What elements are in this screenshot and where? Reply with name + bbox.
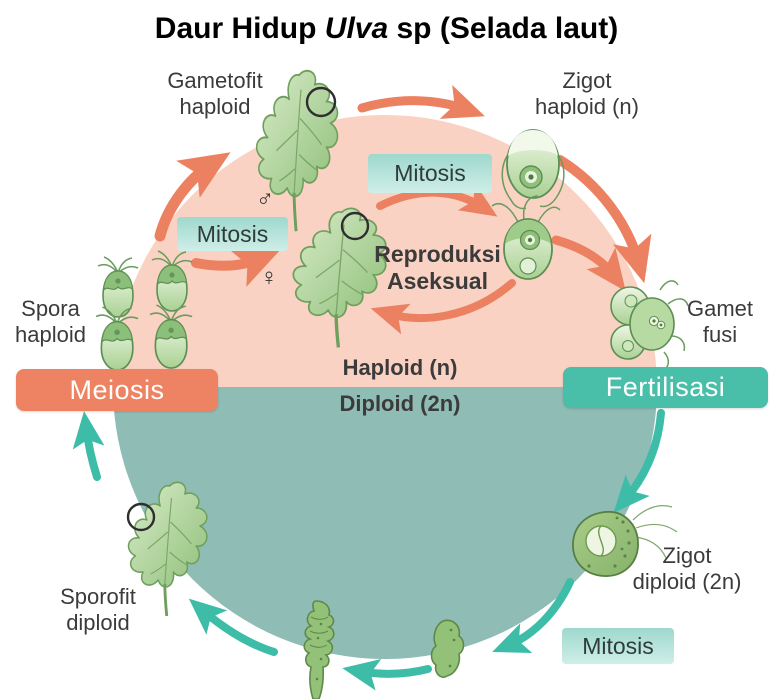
label-zigot-haploid: Zigot haploid (n) — [535, 68, 639, 119]
arrow-spore-to-gametofit — [154, 152, 231, 242]
sporofit-growing-illustration — [303, 600, 335, 699]
zigot-diploid-illustration — [572, 505, 678, 577]
zigot-haploid-illustration — [501, 129, 565, 210]
arrow-fertilisasi-to-zigot-diploid — [613, 409, 665, 514]
magnifier-circle-gametofit-female — [340, 211, 370, 241]
label-diploid-zone: Diploid (2n) — [339, 391, 461, 416]
fertilisasi-box: Fertilisasi — [563, 367, 768, 408]
magnifier-circle-gametofit-male — [305, 86, 337, 118]
arrow-mitosis-to-female-gametofit — [191, 249, 281, 287]
female-symbol: ♀ — [260, 264, 278, 291]
arrow-zigot-to-gamet-fusi — [555, 155, 652, 284]
label-spora-haploid: Spora haploid — [15, 296, 86, 347]
magnifier-circle-sporofit — [126, 502, 156, 532]
meiosis-box: Meiosis — [16, 369, 218, 411]
label-gametofit-haploid: Gametofit haploid — [167, 68, 263, 119]
label-gamet-fusi: Gamet fusi — [686, 296, 754, 347]
spora-haploid-illustration — [95, 250, 193, 371]
label-haploid-zone: Haploid (n) — [342, 355, 458, 380]
mitosis-box-bottom: Mitosis — [562, 628, 674, 664]
arrow-growth-to-sporofit — [188, 598, 278, 656]
male-symbol: ♂ — [256, 185, 274, 212]
arrow-aseksual-cycle-top — [376, 183, 498, 217]
mitosis-box-left: Mitosis — [177, 217, 288, 251]
arrow-zigot-diploid-to-growth — [492, 578, 574, 653]
mitosis-box-top: Mitosis — [368, 154, 492, 193]
arrow-aseksual-cycle-bottom — [370, 279, 516, 335]
label-reproduksi-aseksual: Reproduksi Aseksual — [374, 241, 501, 295]
arrow-gamet-to-gamet-fusi — [551, 235, 626, 292]
label-zigot-diploid: Zigot diploid (2n) — [632, 543, 742, 594]
title-prefix: Daur Hidup — [154, 12, 325, 45]
page-title: Daur Hidup Ulva sp (Selada laut) — [0, 12, 773, 46]
label-sporofit-diploid: Sporofit diploid — [60, 584, 136, 635]
arrow-sporofit-to-meiosis — [72, 411, 105, 481]
sporofit-young-illustration — [430, 619, 465, 678]
arrow-growth-stage-left — [342, 658, 432, 691]
title-suffix: sp (Selada laut) — [388, 12, 619, 45]
arrow-gametofit-to-zigot — [357, 85, 485, 119]
gamet-illustration — [491, 195, 561, 280]
gamet-fusi-illustration — [610, 280, 689, 372]
title-species-italic: Ulva — [324, 12, 389, 45]
diploid-arrows — [72, 409, 665, 691]
